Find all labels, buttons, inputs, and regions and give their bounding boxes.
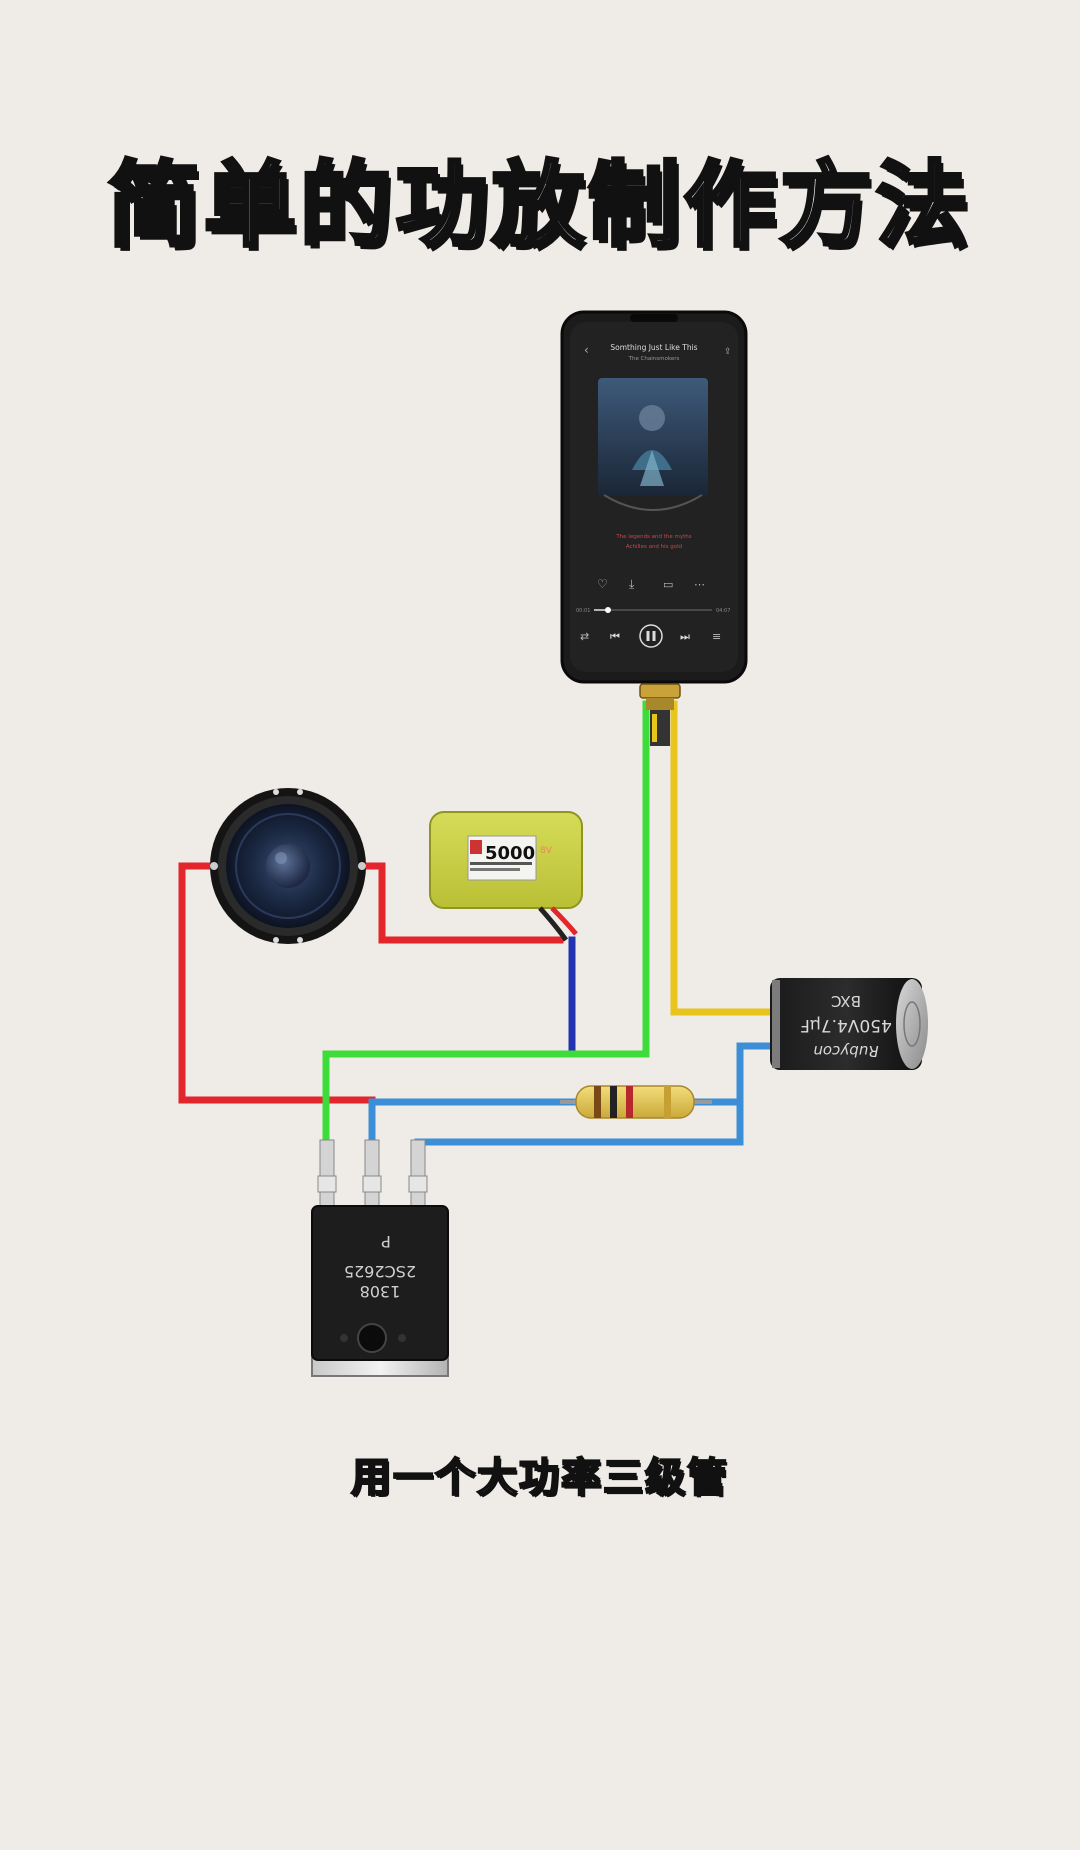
phone: ‹ Somthing Just Like This The Chainsmoke…	[560, 310, 748, 684]
lyric-line-1: The legends and the myths	[615, 534, 691, 540]
battery-voltage: 8V	[540, 846, 553, 856]
song-title: Somthing Just Like This	[610, 343, 697, 352]
capacitor-brand: Rubycon	[813, 1042, 878, 1060]
wire-red-speaker-to-battery	[358, 862, 564, 944]
song-artist: The Chainsmokers	[628, 356, 680, 362]
battery-capacity: 5000	[485, 843, 535, 864]
lyric-line-2: Achilles and his gold	[626, 544, 682, 550]
back-chevron-icon[interactable]: ‹	[584, 343, 589, 357]
time-total: 04:07	[716, 608, 730, 614]
page-title: 简单的功放制作方法	[106, 152, 972, 259]
wire-green-jack-to-transistor	[322, 700, 650, 1144]
transistor-model: 2SC2625	[344, 1262, 416, 1281]
capacitor: Rubycon 450V4.7μF BXC	[770, 978, 928, 1070]
comment-icon[interactable]: ▭	[663, 578, 673, 591]
transistor-code: 1308	[360, 1282, 401, 1301]
transistor: 1308 2SC2625 P	[311, 1139, 449, 1377]
battery: 5000 8V	[429, 811, 583, 942]
download-icon[interactable]: ⤓	[629, 577, 635, 591]
capacitor-rating: 450V4.7μF	[800, 1015, 892, 1035]
progress-knob[interactable]	[605, 607, 611, 613]
next-icon[interactable]: ⏭	[680, 630, 690, 643]
repeat-icon[interactable]: ⇄	[580, 630, 589, 643]
transistor-mark: P	[381, 1232, 391, 1251]
capacitor-series: BXC	[831, 992, 861, 1010]
previous-icon[interactable]: ⏮	[610, 630, 620, 643]
more-icon[interactable]: ⋯	[694, 578, 705, 591]
wire-yellow-jack-to-capacitor	[670, 700, 774, 1016]
time-elapsed: 00:01	[576, 608, 590, 614]
album-art	[598, 378, 708, 496]
pause-button[interactable]	[639, 624, 663, 648]
subtitle-caption: 用一个大功率三级管	[350, 1454, 729, 1502]
wire-red-speaker-to-transistor	[178, 862, 376, 1104]
heart-icon[interactable]: ♡	[597, 577, 608, 591]
resistor	[560, 1085, 712, 1119]
share-icon[interactable]: ⇪	[724, 347, 732, 357]
audio-jack-plug	[639, 683, 681, 746]
playlist-icon[interactable]: ≡	[712, 630, 721, 643]
wire-blue-resistor	[368, 1042, 774, 1144]
speaker	[210, 788, 366, 944]
